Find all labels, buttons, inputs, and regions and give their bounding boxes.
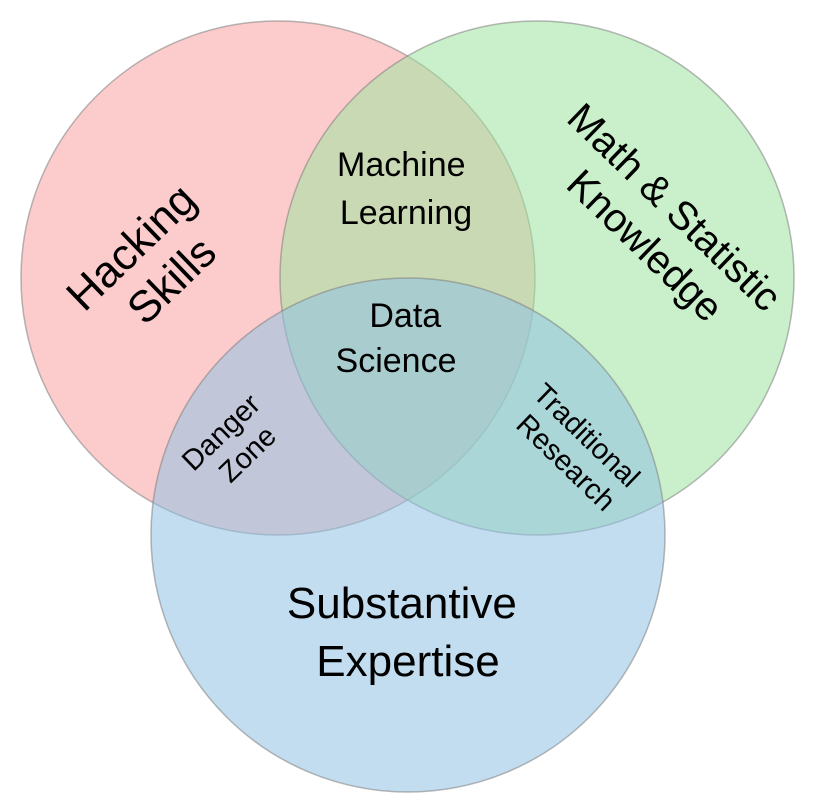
label-substantive-expertise: Substantive Expertise	[287, 579, 529, 686]
label-substantive-expertise-line-1: Substantive	[287, 579, 517, 628]
label-data-science: Data Science	[336, 297, 457, 380]
label-machine-learning-line-1: Machine	[337, 146, 466, 184]
label-machine-learning-line-2: Learning	[340, 194, 472, 232]
label-data-science-line-1: Data	[369, 297, 441, 335]
label-substantive-expertise-line-2: Expertise	[316, 637, 499, 686]
label-machine-learning: Machine Learning	[337, 146, 475, 232]
circle-substantive-expertise	[150, 277, 666, 793]
label-data-science-line-2: Science	[336, 342, 457, 380]
